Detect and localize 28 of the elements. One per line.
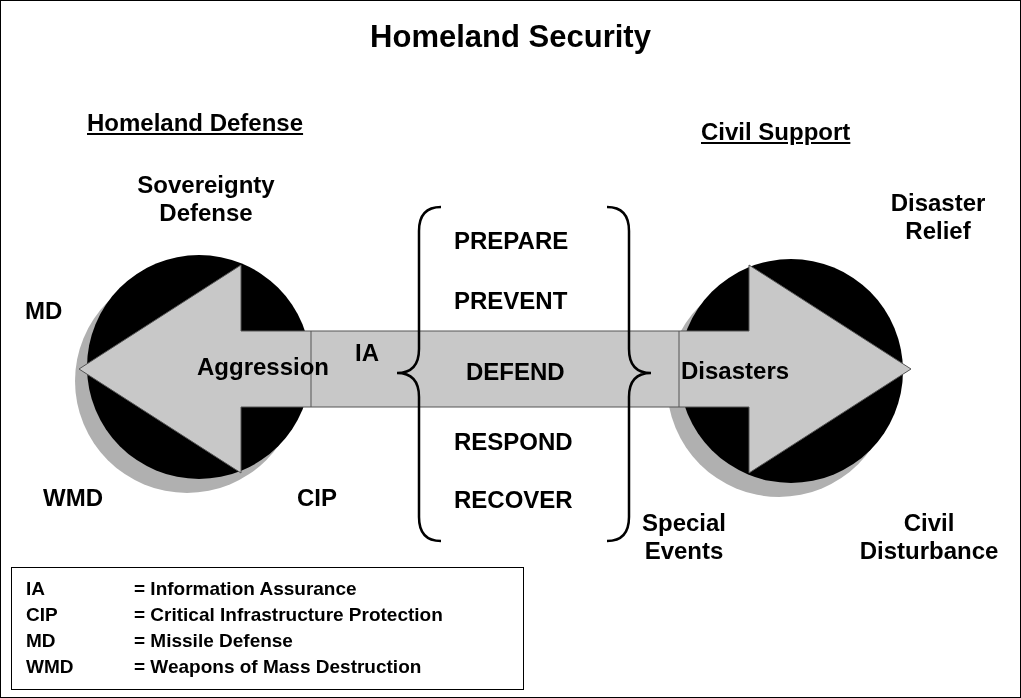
- phase-label: DEFEND: [466, 358, 565, 386]
- definition-text: = Information Assurance: [134, 578, 357, 600]
- abbreviation-label: MD: [25, 297, 63, 325]
- section-heading: Homeland Defense: [87, 109, 304, 137]
- category-label: Civil Disturbance: [858, 509, 1000, 565]
- category-label: Disaster Relief: [889, 189, 987, 245]
- phase-label: RESPOND: [454, 428, 573, 456]
- abbreviation-text: WMD: [26, 656, 74, 678]
- category-label: Special Events: [640, 509, 727, 565]
- abbreviation-label: CIP: [297, 484, 337, 512]
- phase-label: RECOVER: [454, 486, 573, 514]
- title: Homeland Security: [369, 19, 652, 55]
- arrow-label: Disasters: [681, 357, 790, 385]
- category-label: Sovereignty Defense: [136, 171, 276, 227]
- section-heading: Civil Support: [701, 118, 851, 146]
- abbreviation-text: CIP: [26, 604, 58, 626]
- definition-text: = Weapons of Mass Destruction: [134, 656, 422, 678]
- abbreviation-label: WMD: [43, 484, 103, 512]
- phase-label: PREVENT: [454, 287, 568, 315]
- glossary-box: [11, 567, 524, 690]
- circle-shape: [667, 259, 903, 497]
- abbreviation-text: MD: [26, 630, 56, 652]
- definition-text: = Missile Defense: [134, 630, 293, 652]
- edge-label: IA: [355, 339, 379, 367]
- phase-label: PREPARE: [454, 227, 569, 255]
- definition-text: = Critical Infrastructure Protection: [134, 604, 443, 626]
- abbreviation-text: IA: [26, 578, 45, 600]
- arrow-label: Aggression: [197, 353, 330, 381]
